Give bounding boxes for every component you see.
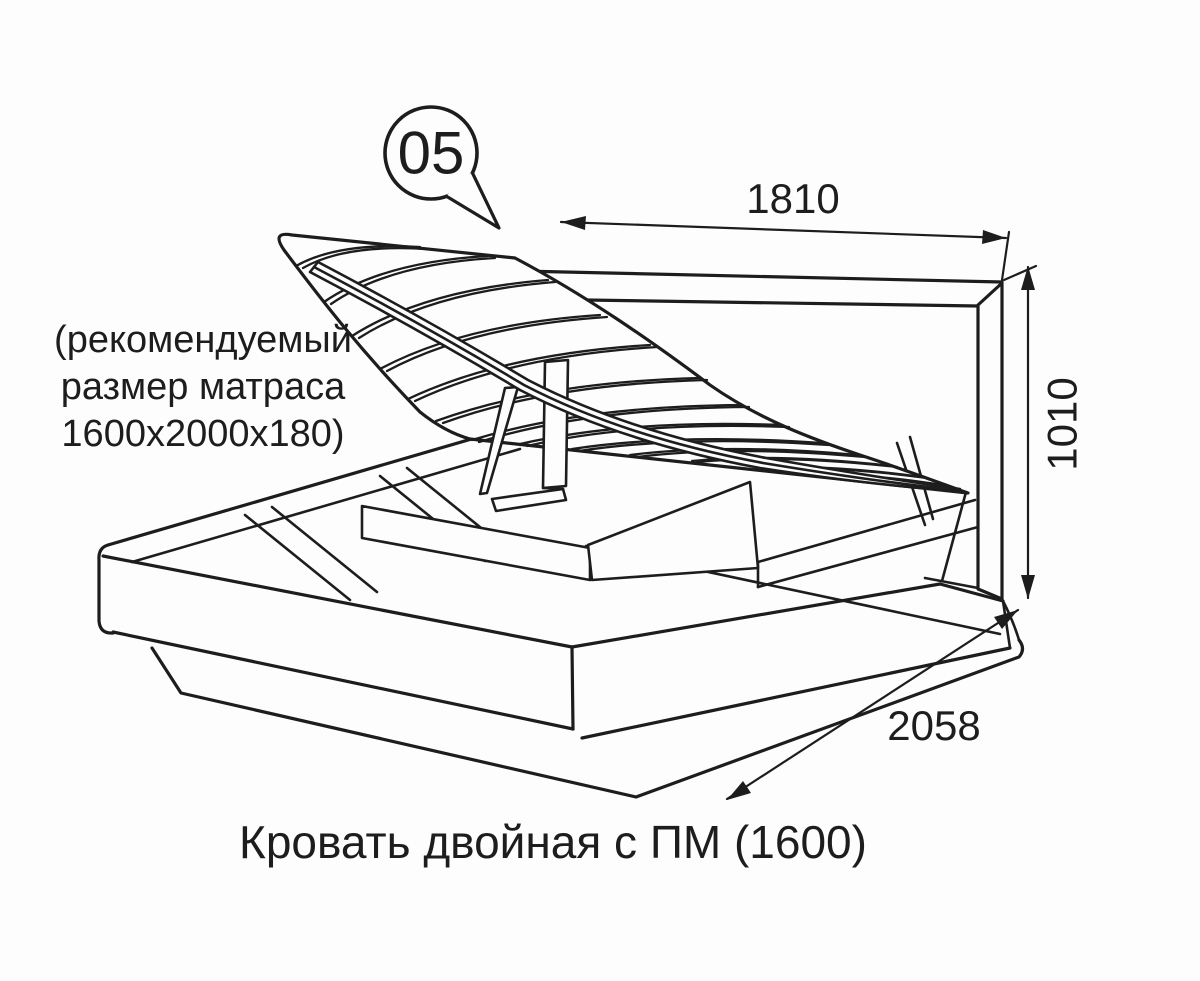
slat-arc	[378, 313, 602, 371]
bed-box	[97, 417, 1025, 799]
callout-circle	[383, 105, 479, 201]
slat-arc	[635, 449, 867, 459]
slat-arc	[350, 278, 550, 338]
box-head-ledge-edge	[756, 498, 977, 564]
arrowhead-lower-left-icon	[727, 781, 751, 800]
headboard-top-inner-edge	[518, 297, 980, 308]
box-plinth-outline	[150, 638, 1025, 799]
headboard	[518, 269, 1021, 642]
diagram-caption: Кровать двойная с ПМ (1600)	[239, 816, 867, 868]
box-far-inner-wall-edge	[130, 447, 522, 564]
frame-spine-inner-line	[312, 265, 957, 492]
slat-arc	[301, 246, 429, 270]
headboard-bottom-corner-edge	[938, 582, 1005, 603]
dimension-width: 1810	[559, 175, 1011, 282]
box-front-band-bottom-edge	[111, 630, 575, 731]
arrowhead-left-icon	[561, 216, 586, 230]
headboard-floor-curve	[1000, 597, 1021, 642]
mattress-note-line-3: 1600х2000х180)	[61, 413, 344, 455]
slat-arc	[329, 256, 497, 306]
box-right-end-edge	[1001, 599, 1012, 650]
lift-foot-plate	[490, 487, 568, 513]
lift-link-edge	[541, 486, 565, 491]
dimension-height-extension	[1002, 264, 1038, 282]
storage-divider-panel	[586, 480, 760, 582]
slat-arc	[413, 345, 659, 403]
storage-divider-panel	[360, 504, 592, 582]
frame-support-edge	[940, 490, 968, 583]
dimension-length-line	[725, 608, 1020, 801]
arrowhead-right-icon	[982, 230, 1006, 244]
arrowhead-up-icon	[1021, 266, 1035, 290]
headboard-top-edge	[518, 269, 1004, 284]
frame-spine-rail	[308, 260, 962, 493]
slat-arc	[322, 254, 490, 304]
callout-balloon: 05	[383, 105, 501, 230]
box-left-corner-edge	[97, 543, 115, 635]
lift-post	[541, 358, 570, 490]
callout-number-label: 05	[398, 120, 465, 187]
slat-arc	[294, 244, 422, 268]
mattress-note-line-2: размер матраса	[61, 366, 346, 408]
dimension-height-label: 1010	[1039, 377, 1086, 470]
slat-arc	[406, 343, 652, 401]
dimension-height: 1010	[1002, 264, 1086, 600]
box-rail-edge	[243, 513, 352, 602]
dimension-width-line	[559, 220, 1008, 240]
box-front-band-right-edge	[570, 645, 575, 731]
mattress-note: (рекомендуемый размер матраса 1600х2000х…	[54, 319, 352, 455]
dimension-width-label: 1810	[746, 175, 839, 222]
mattress-frame	[277, 232, 970, 513]
callout-tail	[445, 171, 501, 230]
arrowhead-upper-right-icon	[994, 610, 1018, 629]
dimension-width-extension	[1000, 230, 1011, 282]
slat-arc	[357, 280, 557, 340]
slat-arc	[628, 447, 860, 457]
mattress-note-line-1: (рекомендуемый	[54, 319, 352, 361]
box-near-rim-top-edge	[570, 582, 942, 649]
slat-arc	[385, 315, 609, 373]
arrowhead-down-icon	[1021, 575, 1035, 599]
headboard-bottom-edge	[923, 576, 980, 590]
dimension-length: 2058	[725, 608, 1020, 801]
box-rail-edge	[270, 505, 379, 594]
box-head-ledge-edge	[756, 525, 980, 589]
box-near-face-bottom-edge	[580, 646, 1012, 740]
headboard-end-panel	[976, 281, 1004, 601]
box-front-band-top-edge	[101, 554, 574, 649]
dimension-length-label: 2058	[887, 702, 980, 749]
